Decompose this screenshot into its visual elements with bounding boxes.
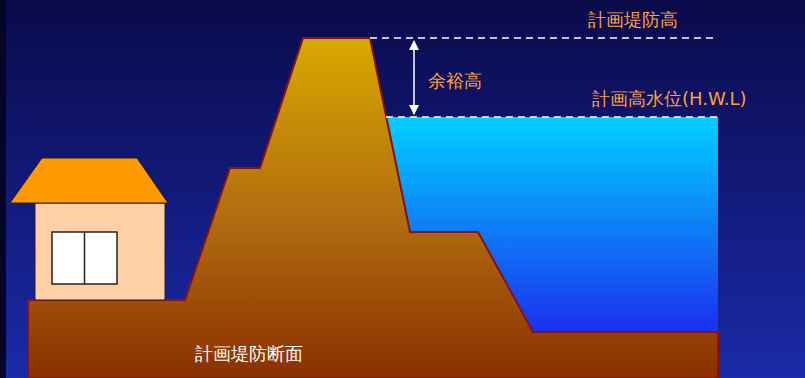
hwl-line (386, 116, 718, 118)
freeboard-label: 余裕高 (428, 70, 482, 92)
house-wall (35, 203, 165, 300)
house-window (52, 232, 117, 284)
design-crest-line (370, 37, 718, 39)
freeboard-arrow (413, 41, 415, 114)
section-label: 計画堤防断面 (195, 343, 303, 365)
crest-height-label: 計画堤防高 (588, 9, 678, 31)
edge-stripe (0, 0, 6, 378)
house (10, 158, 168, 300)
house-roof (10, 158, 168, 203)
window-divider (84, 232, 86, 284)
hwl-label: 計画高水位(H.W.L) (592, 88, 746, 110)
